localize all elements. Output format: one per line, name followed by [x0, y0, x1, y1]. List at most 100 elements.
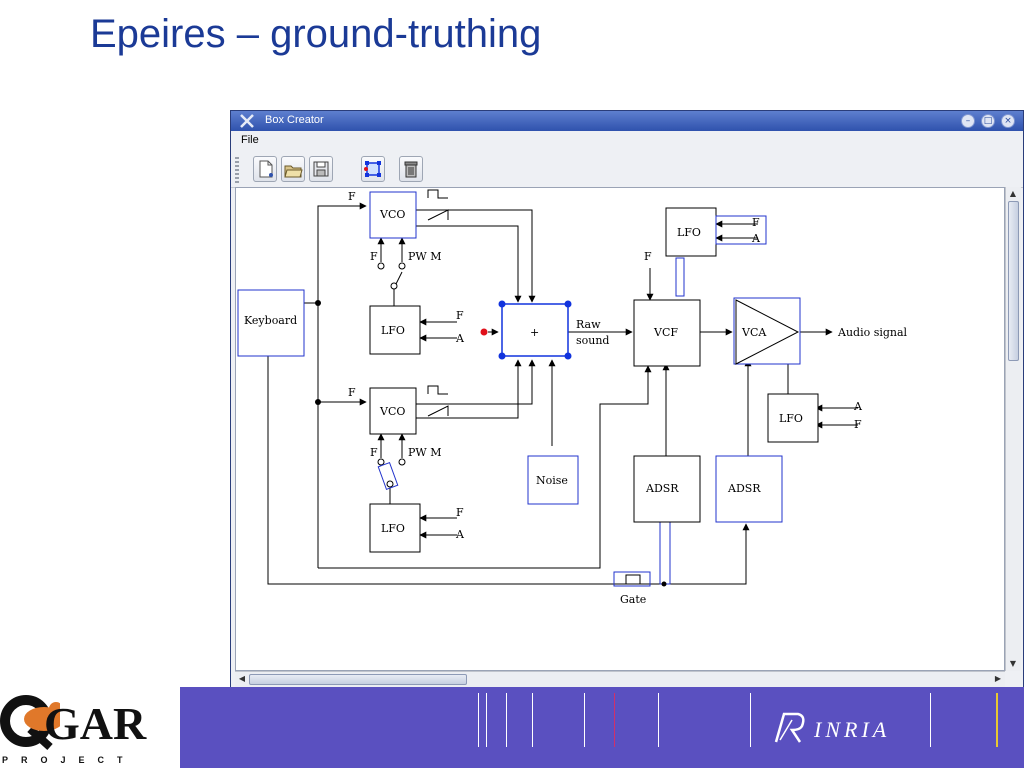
adsr2-label: ADSR	[727, 482, 761, 495]
lfo2-label: LFO	[381, 522, 405, 535]
footer-divider	[532, 693, 533, 747]
window-titlebar[interactable]: Box Creator – □ ×	[231, 111, 1023, 131]
open-folder-icon	[284, 165, 303, 178]
keyboard-label: Keyboard	[244, 314, 297, 327]
switch-terminal	[398, 262, 406, 270]
selection-handle	[498, 352, 506, 360]
vca-label: VCA	[741, 326, 767, 339]
vertical-scroll-thumb[interactable]	[1008, 201, 1019, 361]
square-wave-icon	[427, 385, 448, 395]
synth-diagram: VCO VCO LFO LFO LFO LFO Keyboard + Raw s…	[237, 189, 908, 606]
new-button[interactable]	[253, 156, 277, 182]
lfo1-box	[369, 305, 421, 355]
save-button[interactable]	[309, 156, 333, 182]
vertical-scrollbar[interactable]: ▲ ▼	[1005, 187, 1021, 671]
horizontal-scrollbar[interactable]: ◀ ▶	[235, 671, 1005, 687]
close-button[interactable]: ×	[1001, 114, 1015, 128]
lfo2-box	[369, 503, 421, 553]
window-title: Box Creator	[265, 114, 324, 126]
box-creator-window: Box Creator – □ × File	[230, 110, 1024, 690]
scroll-left-icon[interactable]: ◀	[238, 674, 246, 683]
close-icon: ×	[1004, 116, 1012, 126]
vco2-box	[369, 387, 417, 435]
vco2-label: VCO	[379, 405, 405, 418]
wire	[416, 209, 536, 303]
logo-subtext: PROJECT	[2, 755, 136, 765]
toolbar-grip[interactable]	[235, 157, 239, 183]
footer-divider	[658, 693, 659, 747]
noise-label: Noise	[536, 474, 568, 487]
lfo4-box	[767, 393, 819, 443]
adsr1-label: ADSR	[645, 482, 679, 495]
scroll-right-icon[interactable]: ▶	[994, 674, 1002, 683]
footer-divider	[478, 693, 479, 747]
footer-divider	[506, 693, 507, 747]
a-label: A	[455, 528, 465, 541]
selected-link	[659, 521, 671, 585]
f-label: F	[752, 216, 760, 229]
vco1-label: VCO	[379, 208, 405, 221]
gate-box	[613, 571, 651, 587]
selection-handle	[498, 300, 506, 308]
f-label: F	[456, 309, 464, 322]
wire	[416, 359, 536, 405]
menu-file[interactable]: File	[241, 134, 259, 146]
trash-icon	[404, 161, 418, 178]
menubar: File	[231, 131, 1023, 153]
a-label: A	[751, 232, 761, 245]
footer-divider	[996, 693, 998, 747]
vcf-box	[633, 299, 701, 367]
lfo3-box	[665, 207, 717, 257]
square-wave-icon	[427, 189, 448, 199]
f-label: F	[348, 386, 356, 399]
lfo3-port-box	[715, 215, 767, 245]
selected-switch	[377, 462, 399, 490]
select-box-button[interactable]	[361, 156, 385, 182]
inria-logo: INRIA	[770, 708, 920, 748]
junction-dot	[315, 300, 321, 306]
f-label: F	[370, 250, 378, 263]
select-box-icon	[364, 161, 381, 177]
logo-text: GAR	[44, 698, 147, 749]
qgar-logo: GAR PROJECT	[0, 687, 180, 768]
inria-text: INRIA	[814, 717, 891, 742]
raw-sound-label: sound	[576, 334, 609, 347]
scroll-down-icon[interactable]: ▼	[1009, 659, 1017, 668]
horizontal-scroll-thumb[interactable]	[249, 674, 467, 685]
gate-pulse-icon	[618, 574, 646, 585]
sawtooth-wave-icon	[427, 405, 449, 417]
switch-terminal	[377, 262, 385, 270]
qgar-q-logo-icon	[0, 695, 60, 750]
f-label: F	[370, 446, 378, 459]
footer-band	[180, 687, 1024, 768]
lfo1-label: LFO	[381, 324, 405, 337]
input-port-dot	[480, 328, 488, 336]
f-label: F	[854, 418, 862, 431]
wire	[267, 353, 750, 585]
diagram-canvas[interactable]: VCO VCO LFO LFO LFO LFO Keyboard + Raw s…	[235, 187, 1005, 671]
footer-divider	[930, 693, 931, 747]
sawtooth-wave-icon	[427, 209, 449, 221]
switch-terminal	[386, 480, 394, 488]
vco1-box	[369, 191, 417, 239]
minimize-button[interactable]: –	[961, 114, 975, 128]
a-label: A	[455, 332, 465, 345]
pwm-label: PW M	[408, 250, 441, 263]
adsr1-box	[633, 455, 701, 523]
footer-divider	[486, 693, 487, 747]
maximize-button[interactable]: □	[981, 114, 995, 128]
lfo3-label: LFO	[677, 226, 701, 239]
audio-signal-label: Audio signal	[837, 326, 908, 339]
switch-terminal	[390, 282, 398, 290]
toolbar	[231, 153, 1023, 188]
noise-box	[527, 455, 579, 505]
junction-dot	[661, 581, 667, 587]
wire	[317, 303, 367, 406]
slide-title: Epeires – ground-truthing	[90, 12, 542, 56]
raw-sound-label: Raw	[576, 318, 601, 331]
vca-triangle	[735, 299, 800, 365]
open-button[interactable]	[281, 156, 305, 182]
delete-button[interactable]	[399, 156, 423, 182]
junction-dot	[315, 399, 321, 405]
scroll-up-icon[interactable]: ▲	[1009, 189, 1017, 198]
